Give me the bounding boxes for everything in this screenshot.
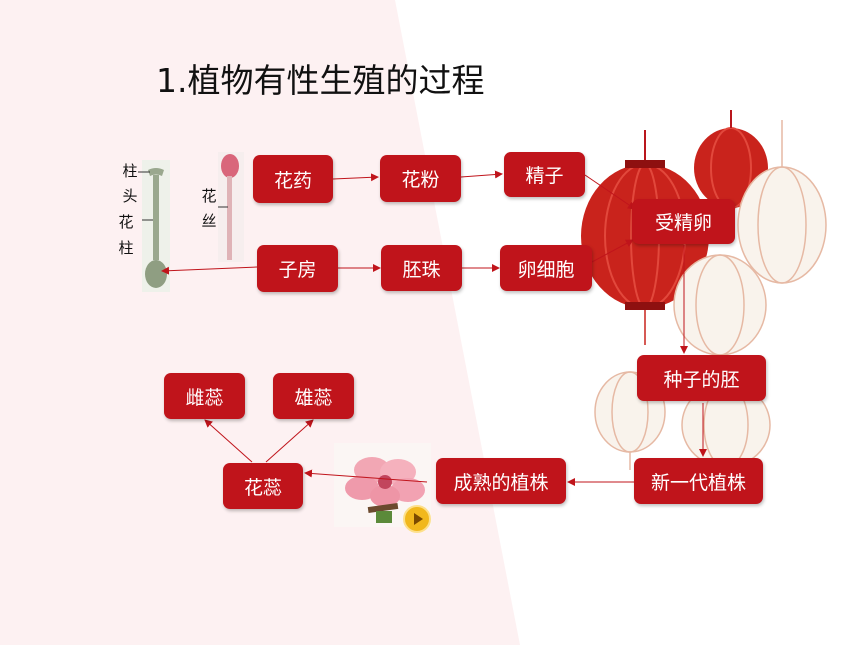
pistil-box[interactable]: 雌蕊: [164, 373, 245, 419]
mature-plant-box[interactable]: 成熟的植株: [436, 458, 566, 504]
label-si: 丝: [201, 212, 217, 230]
seed-embryo-box[interactable]: 种子的胚: [637, 355, 766, 401]
lantern-decoration: [581, 110, 827, 470]
ovary-box[interactable]: 子房: [257, 245, 338, 292]
fertilized-egg-box[interactable]: 受精卵: [632, 199, 735, 244]
anther-box[interactable]: 花药: [253, 155, 333, 203]
stamen-illustration: [218, 152, 244, 262]
label-hua-right: 花: [201, 187, 217, 205]
stamen-box[interactable]: 雄蕊: [273, 373, 354, 419]
new-generation-plant-box[interactable]: 新一代植株: [634, 458, 763, 504]
label-zhu2: 柱: [118, 239, 134, 257]
label-tou: 头: [122, 187, 138, 205]
ovule-box[interactable]: 胚珠: [381, 245, 462, 291]
label-hua-left: 花: [118, 213, 134, 231]
egg-cell-box[interactable]: 卵细胞: [500, 245, 592, 291]
pistil-illustration: [138, 160, 170, 292]
sperm-box[interactable]: 精子: [504, 152, 585, 197]
stamen-pistil-box[interactable]: 花蕊: [223, 463, 303, 509]
page-title: 1.植物有性生殖的过程: [156, 61, 485, 100]
pollen-box[interactable]: 花粉: [380, 155, 461, 202]
label-zhu: 柱: [122, 162, 138, 180]
flow-arrows: [161, 170, 707, 486]
play-triangle-icon: [414, 513, 423, 525]
play-icon[interactable]: [403, 505, 431, 533]
